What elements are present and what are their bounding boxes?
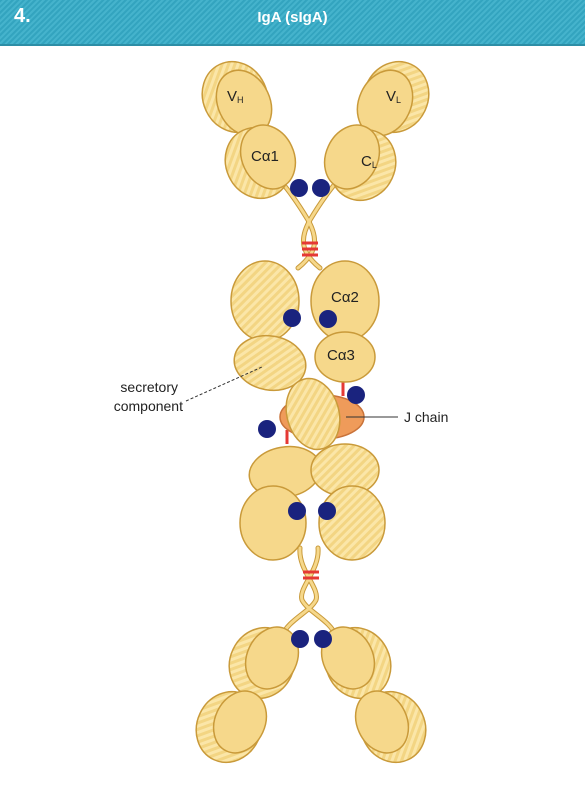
upper-left-fab [191,51,306,209]
header-bar: 4. IgA (sIgA) [0,0,585,46]
label-secretory-line2: component [114,398,183,414]
iga-diagram: VH VL Cα1 CL Cα2 Cα3 secretory component… [0,44,585,787]
label-ca2: Cα2 [331,289,359,306]
upper-fc [230,261,379,396]
label-ca1: Cα1 [251,148,279,165]
label-j-chain: J chain [404,409,448,425]
lower-fc [240,441,385,560]
figure-title: IgA (sIgA) [0,9,585,26]
label-secretory-line1: secretory [120,379,178,395]
label-ca3: Cα3 [327,347,355,364]
lower-left-fab [185,617,308,773]
